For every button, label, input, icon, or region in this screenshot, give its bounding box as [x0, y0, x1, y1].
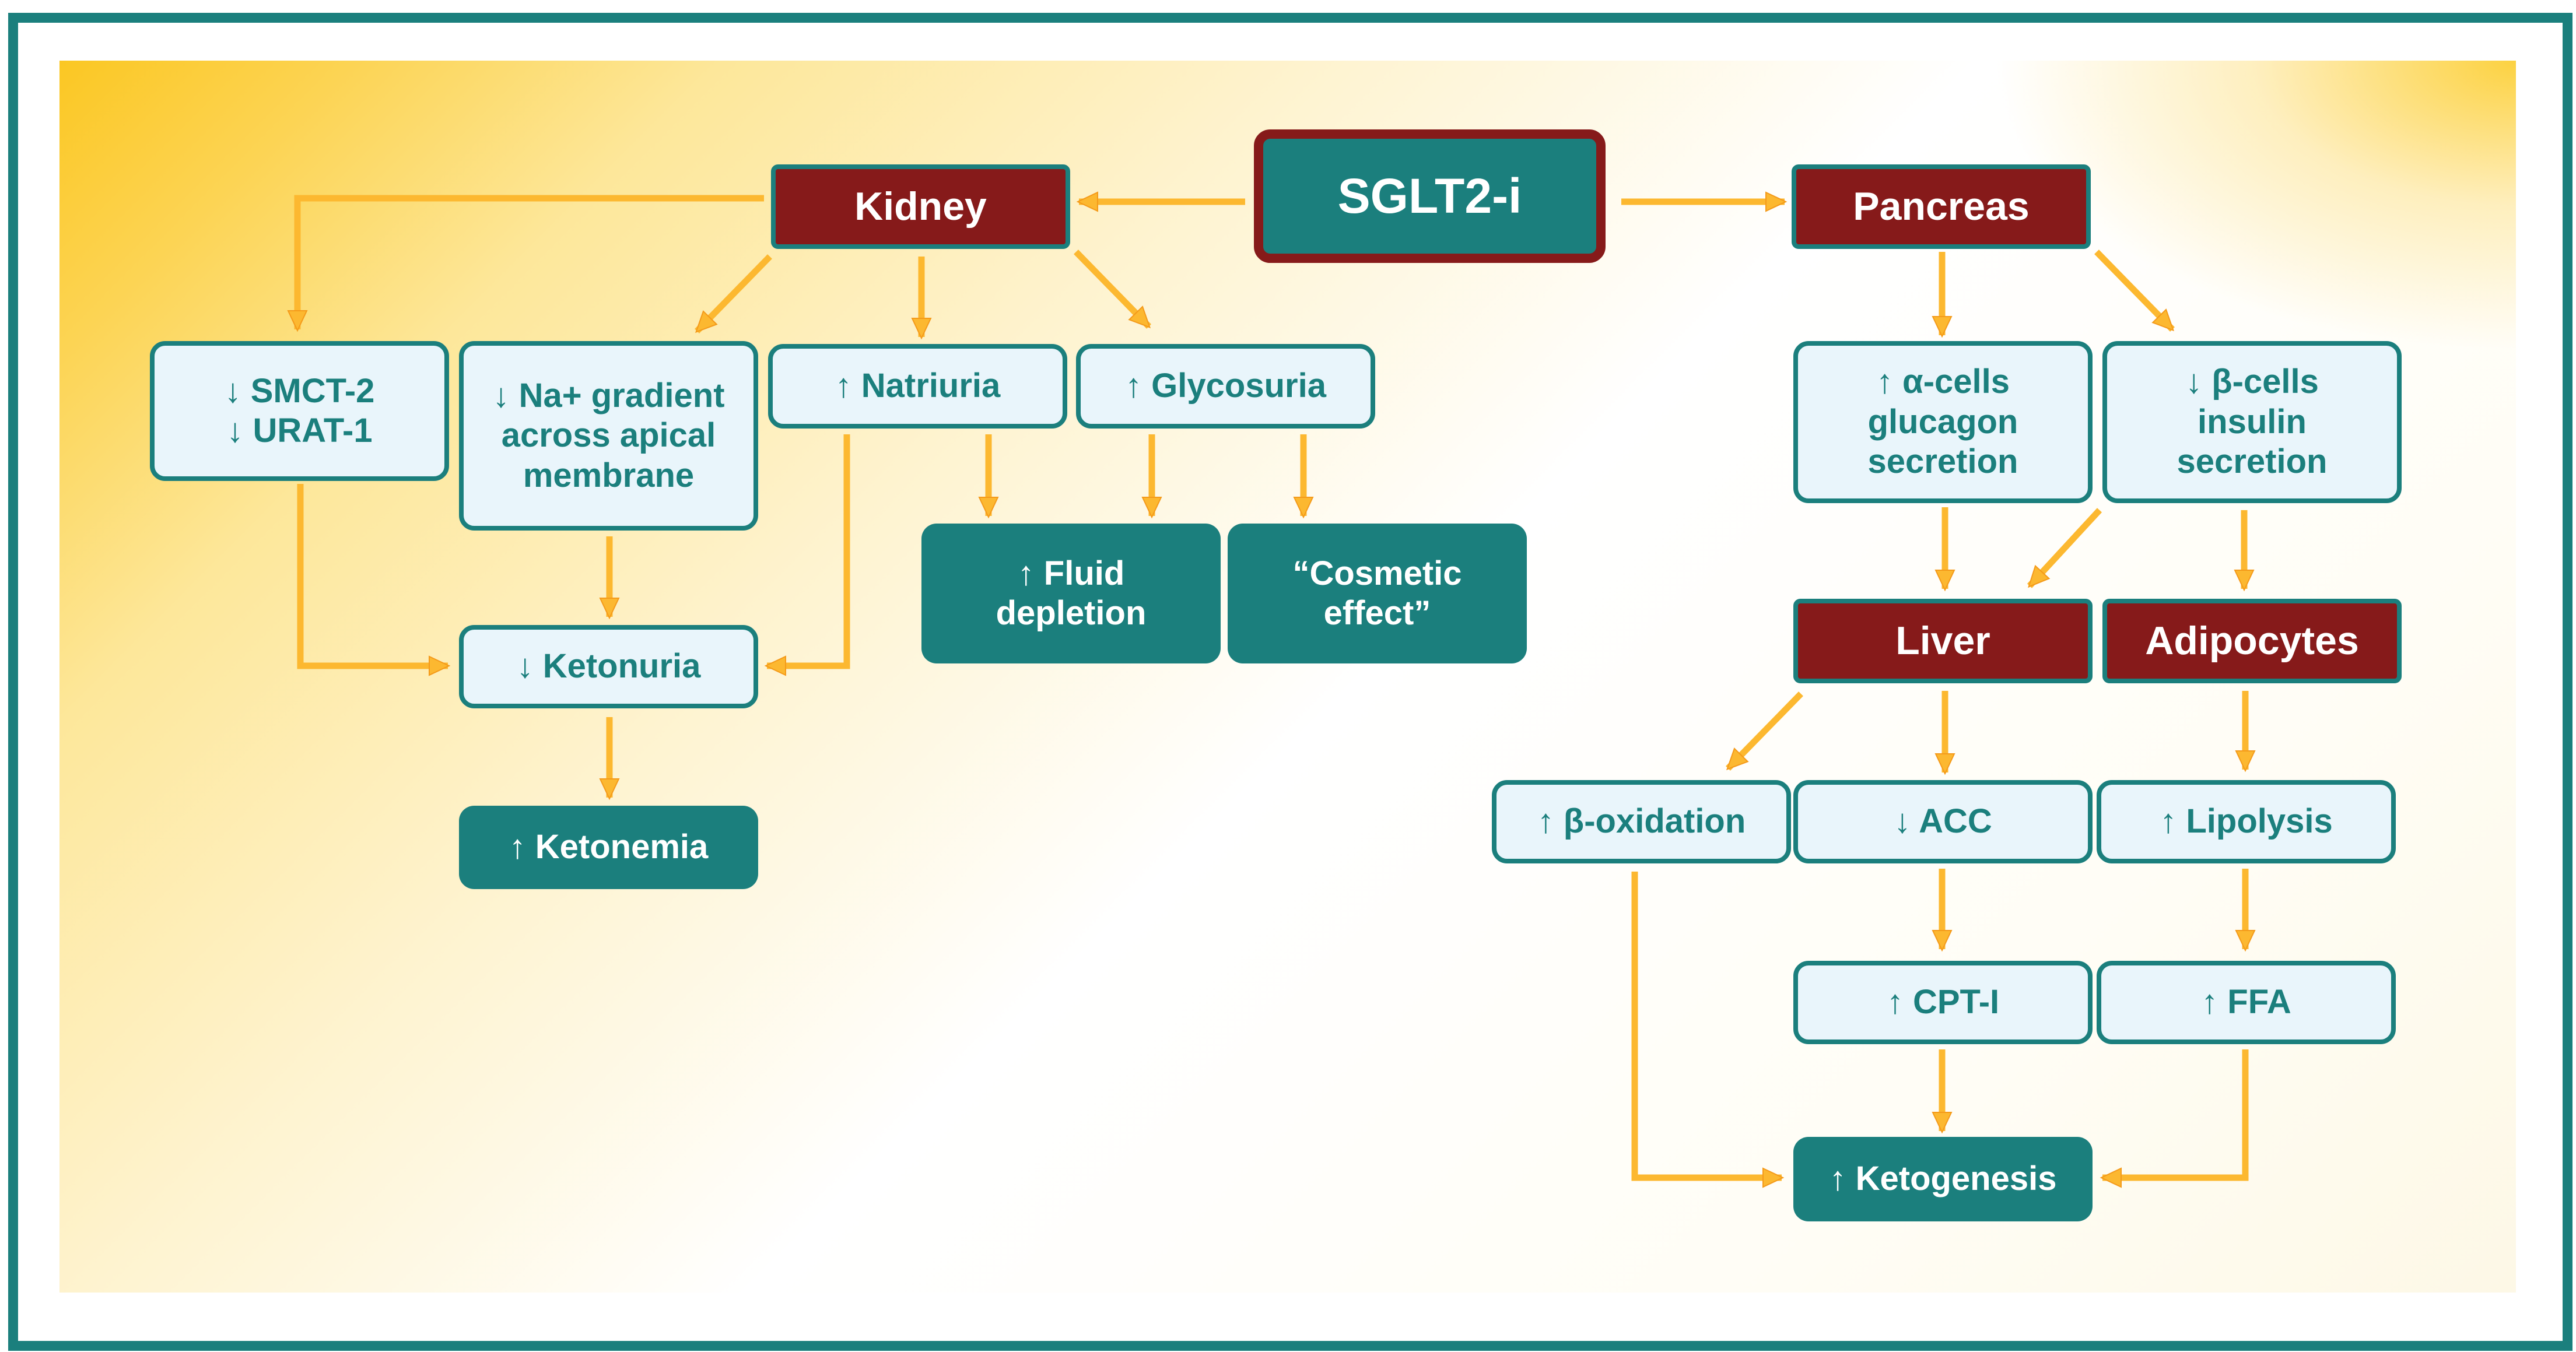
- adipocytes-box: Adipocytes: [2102, 599, 2402, 683]
- beta-cells-line3: secretion: [2177, 443, 2328, 481]
- alpha-cells-line3: secretion: [1867, 443, 2018, 481]
- na-gradient-line1: ↓ Na+ gradient: [492, 376, 725, 415]
- fluid-depletion-line2: depletion: [996, 594, 1147, 632]
- beta-oxidation-label: ↑ β-oxidation: [1537, 802, 1746, 841]
- pancreas-label: Pancreas: [1853, 184, 2030, 229]
- arrow-betaox-ketogenesis: [1631, 872, 1785, 1188]
- alpha-cells-line1: ↑ α-cells: [1876, 363, 2010, 401]
- sglt2-label: SGLT2-i: [1337, 168, 1522, 223]
- acc-label: ↓ ACC: [1894, 802, 1992, 841]
- cpt1-box: ↑ CPT-I: [1793, 961, 2093, 1044]
- glycosuria-box: ↑ Glycosuria: [1076, 344, 1375, 429]
- fluid-depletion-line1: ↑ Fluid: [1017, 554, 1125, 592]
- na-gradient-line3: membrane: [523, 456, 695, 494]
- arrow-liver-betaox: [1726, 691, 1803, 771]
- sglt2-inhibitor-box: SGLT2-i: [1254, 129, 1606, 263]
- alpha-cells-line2: glucagon: [1867, 402, 2018, 441]
- lipolysis-box: ↑ Lipolysis: [2097, 780, 2396, 863]
- ketogenesis-box: ↑ Ketogenesis: [1793, 1137, 2093, 1221]
- fluid-depletion-box: ↑ Fluid depletion: [921, 524, 1221, 663]
- na-gradient-line2: across apical: [501, 416, 716, 455]
- liver-box: Liver: [1793, 599, 2093, 683]
- arrow-pancreas-beta: [2094, 250, 2175, 332]
- arrow-natriuria-ketonuria: [764, 434, 850, 676]
- ketonuria-label: ↓ Ketonuria: [516, 647, 701, 686]
- smct2-label: ↓ SMCT-2: [224, 371, 375, 410]
- ketonemia-label: ↑ Ketonemia: [509, 828, 709, 866]
- arrow-beta-liver: [2027, 508, 2102, 588]
- glycosuria-label: ↑ Glycosuria: [1125, 367, 1326, 405]
- kidney-box: Kidney: [771, 164, 1070, 249]
- natriuria-box: ↑ Natriuria: [768, 344, 1067, 429]
- acc-box: ↓ ACC: [1793, 780, 2093, 863]
- beta-cells-box: ↓ β-cells insulin secretion: [2102, 341, 2402, 503]
- arrow-ffa-ketogenesis: [2100, 1049, 2249, 1188]
- ketogenesis-label: ↑ Ketogenesis: [1829, 1160, 2057, 1198]
- beta-cells-line2: insulin: [2198, 402, 2307, 441]
- ketonemia-box: ↑ Ketonemia: [459, 806, 758, 889]
- arrow-kidney-glycosuria: [1074, 250, 1151, 329]
- cosmetic-effect-box: “Cosmetic effect”: [1228, 524, 1527, 663]
- lipolysis-label: ↑ Lipolysis: [2160, 802, 2333, 841]
- alpha-cells-box: ↑ α-cells glucagon secretion: [1793, 341, 2093, 503]
- kidney-label: Kidney: [854, 184, 987, 229]
- smct2-urat1-box: ↓ SMCT-2 ↓ URAT-1: [150, 341, 449, 481]
- liver-label: Liver: [1895, 619, 1990, 663]
- na-gradient-box: ↓ Na+ gradient across apical membrane: [459, 341, 758, 531]
- natriuria-label: ↑ Natriuria: [835, 367, 1001, 405]
- beta-cells-line1: ↓ β-cells: [2185, 363, 2319, 401]
- cpt1-label: ↑ CPT-I: [1886, 983, 2000, 1021]
- beta-oxidation-box: ↑ β-oxidation: [1492, 780, 1791, 863]
- arrow-smct-ketonuria: [297, 484, 451, 676]
- arrow-kidney-smct: [287, 195, 764, 332]
- ffa-label: ↑ FFA: [2201, 983, 2291, 1021]
- ffa-box: ↑ FFA: [2097, 961, 2396, 1044]
- cosmetic-effect-line1: “Cosmetic: [1292, 554, 1462, 592]
- urat1-label: ↓ URAT-1: [226, 412, 373, 450]
- cosmetic-effect-line2: effect”: [1323, 594, 1431, 632]
- arrow-kidney-nagradient: [695, 254, 772, 333]
- pancreas-box: Pancreas: [1792, 164, 2091, 249]
- adipocytes-label: Adipocytes: [2145, 619, 2359, 663]
- ketonuria-box: ↓ Ketonuria: [459, 625, 758, 708]
